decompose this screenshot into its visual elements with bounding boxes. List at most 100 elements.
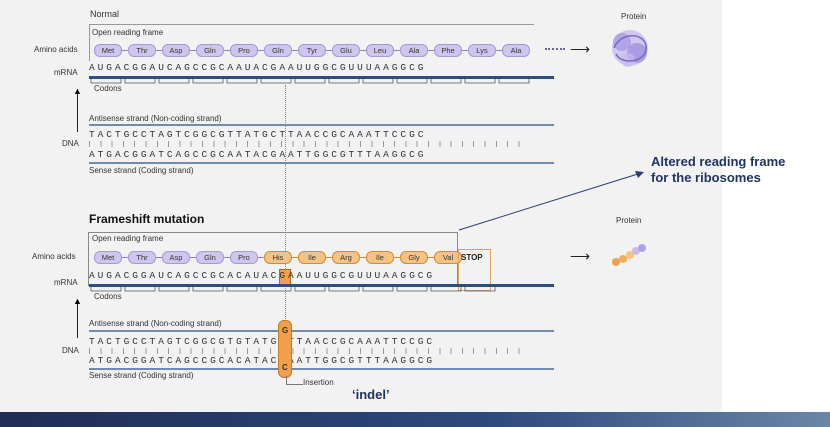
normal-base-pairs — [89, 141, 529, 147]
peptide-bond — [360, 50, 366, 51]
normal-arrow-head: ▲ — [73, 86, 82, 96]
peptide-bond — [428, 50, 434, 51]
codon-bracket — [362, 287, 394, 292]
footer-bar — [0, 412, 830, 427]
codon-bracket — [464, 287, 496, 292]
frameshift-protein-label: Protein — [616, 216, 642, 225]
amino-acid-glu: Glu — [332, 44, 360, 57]
normal-antisense-seq: TACTGCCTAGTCGGCGTTATGCTTAACCGCAAATTCCGC — [89, 129, 427, 140]
peptide-bond — [224, 50, 230, 51]
peptide-bond — [258, 257, 264, 258]
normal-frame-top — [89, 24, 534, 25]
frameshift-dna-label: DNA — [62, 346, 79, 355]
codon-bracket — [158, 287, 190, 292]
amino-acid-pro: Pro — [230, 44, 258, 57]
insertion-label: Insertion — [303, 378, 334, 387]
mutated-amino-acid-ile: Ile — [298, 251, 326, 264]
normal-protein-label: Protein — [621, 12, 647, 21]
codon-bracket — [464, 79, 496, 84]
mutated-amino-acid-his: His — [264, 251, 292, 264]
normal-mrna-label: mRNA — [54, 68, 78, 77]
frameshift-mrna-label: mRNA — [54, 278, 78, 287]
amino-acid-gln: Gln — [196, 251, 224, 264]
codon-bracket — [226, 287, 258, 292]
codon-bracket — [192, 79, 224, 84]
frameshift-transcription-arrow — [77, 302, 78, 338]
frameshift-codon-brackets — [90, 287, 496, 292]
amino-acid-thr: Thr — [128, 251, 156, 264]
codon-bracket — [498, 79, 530, 84]
peptide-bond — [190, 257, 196, 258]
peptide-bond — [394, 50, 400, 51]
amino-acid-ala: Ala — [502, 44, 530, 57]
codon-bracket — [294, 287, 326, 292]
codon-bracket — [90, 79, 122, 84]
normal-chain-dots — [545, 48, 565, 50]
codon-bracket — [328, 287, 360, 292]
frameshift-sense-strand — [89, 368, 554, 370]
normal-antisense-strand — [89, 124, 554, 126]
peptide-bond — [156, 257, 162, 258]
frameshift-base-pairs — [89, 348, 529, 354]
frameshift-mrna-seq: AUGACGGAUCAGCCGCACAUACGAAUUGGCGUUUAAGGCG — [89, 270, 436, 281]
amino-acid-asp: Asp — [162, 44, 190, 57]
codon-bracket — [430, 79, 462, 84]
frameshift-heading: Frameshift mutation — [89, 212, 205, 226]
alignment-guide-line — [285, 85, 286, 377]
insertion-top-base: G — [282, 326, 289, 335]
codon-bracket — [328, 79, 360, 84]
peptide-bond — [122, 257, 128, 258]
frameshift-protein-arrow: ⟶ — [570, 248, 591, 264]
amino-acid-lys: Lys — [468, 44, 496, 57]
amino-acid-ala: Ala — [400, 44, 428, 57]
frameshift-antisense-seq: TACTGCCTAGTCGGCGTGTATGCTTAACCGCAAATTCCGC — [89, 336, 436, 347]
peptide-bond — [258, 50, 264, 51]
codon-bracket — [260, 287, 292, 292]
amino-acid-met: Met — [94, 251, 122, 264]
peptide-bond — [156, 50, 162, 51]
normal-mrna-seq: AUGACGGAUCAGCCGCAAUACGAAUUGGCGUUUAAGGCG — [89, 62, 427, 73]
normal-protein-arrow: ⟶ — [570, 41, 591, 57]
normal-orf-label: Open reading frame — [92, 28, 164, 37]
peptide-bond — [462, 50, 468, 51]
amino-acid-gln: Gln — [264, 44, 292, 57]
truncated-protein-icon — [612, 244, 646, 266]
codon-bracket — [192, 287, 224, 292]
codon-bracket — [226, 79, 258, 84]
codon-bracket — [430, 287, 462, 292]
frameshift-amino-label: Amino acids — [32, 252, 76, 261]
codon-bracket — [260, 79, 292, 84]
normal-frame-left — [89, 24, 90, 61]
frameshift-orf-label: Open reading frame — [92, 234, 164, 243]
normal-heading: Normal — [90, 9, 120, 19]
normal-dna-label: DNA — [62, 139, 79, 148]
insertion-marker — [278, 320, 292, 378]
peptide-bond — [394, 257, 400, 258]
normal-sense-strand — [89, 162, 554, 164]
figure-panel — [0, 0, 722, 412]
amino-acid-pro: Pro — [230, 251, 258, 264]
insertion-bottom-base: C — [282, 363, 288, 372]
amino-acid-asp: Asp — [162, 251, 190, 264]
callout-text: Altered reading frame for the ribosomes — [651, 154, 785, 186]
peptide-bond — [190, 50, 196, 51]
normal-antisense-label: Antisense strand (Non-coding strand) — [89, 114, 222, 123]
peptide-bond — [428, 257, 434, 258]
codon-bracket — [158, 79, 190, 84]
amino-acid-tyr: Tyr — [298, 44, 326, 57]
insertion-leader — [286, 376, 303, 385]
codon-bracket — [294, 79, 326, 84]
peptide-bond — [224, 257, 230, 258]
frameshift-codons-label: Codons — [94, 292, 122, 301]
codon-bracket — [362, 79, 394, 84]
amino-acid-leu: Leu — [366, 44, 394, 57]
amino-acid-met: Met — [94, 44, 122, 57]
stop-codon-box — [458, 249, 491, 291]
callout-arrow — [458, 171, 644, 231]
callout-line-1: Altered reading frame — [651, 154, 786, 169]
indel-label: ‘indel’ — [352, 387, 390, 402]
codon-bracket — [124, 287, 156, 292]
frameshift-sense-label: Sense strand (Coding strand) — [89, 371, 194, 380]
callout-line-2: for the ribosomes — [651, 170, 761, 185]
frameshift-antisense-strand — [89, 330, 554, 332]
